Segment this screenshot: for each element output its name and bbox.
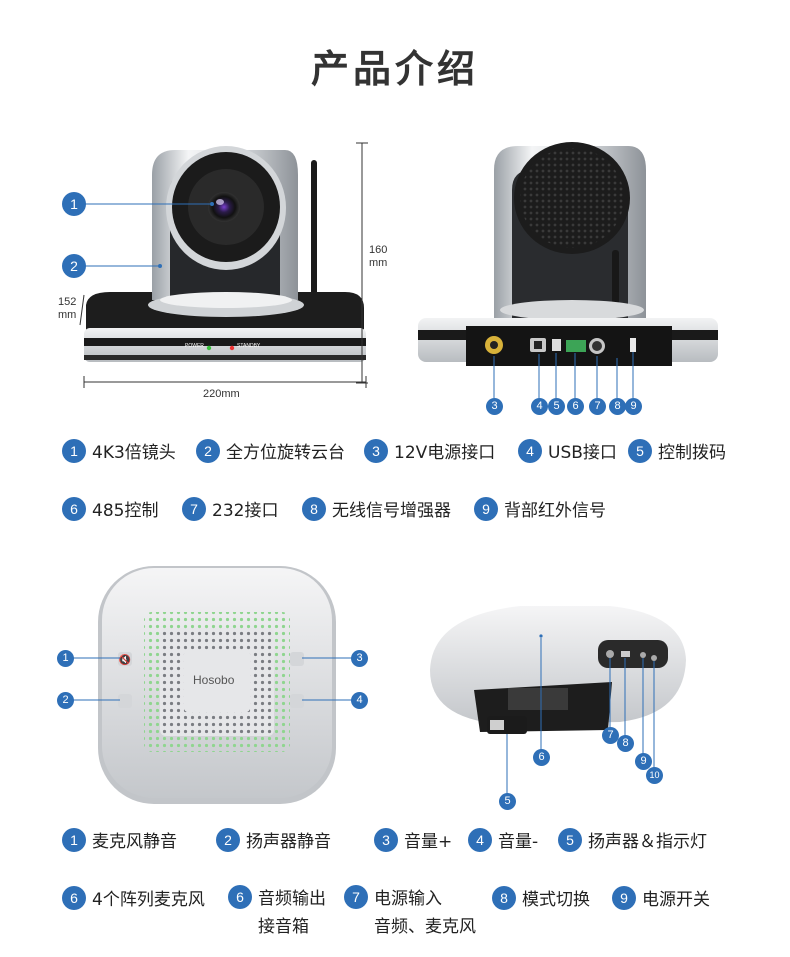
speaker-legend-item: 8 模式切换 bbox=[492, 885, 590, 910]
camera-legend-item: 8 无线信号增强器 bbox=[302, 496, 451, 521]
callout-badge-3: 3 bbox=[351, 650, 368, 667]
legend-label: 485控制 bbox=[92, 501, 159, 521]
legend-number-badge: 9 bbox=[474, 496, 498, 521]
legend-number-badge: 3 bbox=[374, 827, 398, 852]
legend-number-badge: 9 bbox=[612, 885, 636, 910]
callout-badge-7: 7 bbox=[589, 398, 606, 415]
callout-badge-2: 2 bbox=[57, 692, 74, 709]
callout-badge-8: 8 bbox=[617, 735, 634, 752]
legend-number-badge: 1 bbox=[62, 438, 86, 463]
camera-legend-item: 6 485控制 bbox=[62, 496, 158, 521]
power-text: POWER bbox=[185, 343, 204, 349]
speaker-legend-item: 6 音频输出 接音箱 bbox=[228, 885, 326, 941]
callout-badge-6: 6 bbox=[567, 398, 584, 415]
legend-label: 扬声器＆指示灯 bbox=[588, 832, 707, 852]
height-dimension: 160 mm bbox=[369, 244, 388, 269]
speaker-legend-item: 6 4个阵列麦克风 bbox=[62, 885, 205, 910]
speaker-legend-item: 5 扬声器＆指示灯 bbox=[558, 827, 707, 852]
svg-text:🔇: 🔇 bbox=[119, 653, 131, 666]
brand-logo: Hosobo bbox=[193, 673, 235, 687]
camera-legend-item: 2 全方位旋转云台 bbox=[196, 438, 345, 463]
callout-badge-4: 4 bbox=[351, 692, 368, 709]
page-title: 产品介绍 bbox=[310, 47, 479, 91]
camera-legend-item: 7 232接口 bbox=[182, 496, 278, 521]
legend-label-group: 电源输入 音频、麦克风 bbox=[374, 885, 476, 941]
callout-badge-1: 1 bbox=[62, 192, 86, 216]
depth-dimension: 152 mm bbox=[58, 296, 77, 321]
legend-label: 麦克风静音 bbox=[92, 832, 177, 852]
legend-label: 音量+ bbox=[404, 832, 453, 852]
legend-number-badge: 2 bbox=[196, 438, 220, 463]
legend-number-badge: 4 bbox=[468, 827, 492, 852]
legend-label: 背部红外信号 bbox=[504, 501, 606, 521]
legend-label: 模式切换 bbox=[522, 890, 590, 910]
legend-label: 扬声器静音 bbox=[246, 832, 331, 852]
legend-label-line2: 音频、麦克风 bbox=[374, 917, 476, 937]
legend-label: 音量- bbox=[498, 832, 539, 852]
legend-number-badge: 8 bbox=[492, 885, 516, 910]
camera-legend-item: 4 USB接口 bbox=[518, 438, 617, 463]
speaker-legend-item: 9 电源开关 bbox=[612, 885, 710, 910]
standby-text: STANDBY bbox=[237, 343, 261, 349]
legend-label: 4个阵列麦克风 bbox=[92, 890, 205, 910]
legend-label: 12V电源接口 bbox=[394, 443, 496, 463]
legend-label: 全方位旋转云台 bbox=[226, 443, 345, 463]
legend-label: 电源开关 bbox=[642, 890, 710, 910]
legend-label: 无线信号增强器 bbox=[332, 501, 451, 521]
callout-badge-4: 4 bbox=[531, 398, 548, 415]
legend-label: USB接口 bbox=[548, 443, 617, 463]
callout-badge-3: 3 bbox=[486, 398, 503, 415]
callout-badge-6: 6 bbox=[533, 749, 550, 766]
speaker-legend-item: 1 麦克风静音 bbox=[62, 827, 177, 852]
legend-label: 音频输出 bbox=[258, 889, 326, 909]
legend-number-badge: 7 bbox=[344, 885, 368, 909]
legend-label-group: 音频输出 接音箱 bbox=[258, 885, 326, 941]
legend-number-badge: 6 bbox=[62, 885, 86, 910]
callout-badge-9: 9 bbox=[635, 753, 652, 770]
legend-number-badge: 8 bbox=[302, 496, 326, 521]
camera-legend-item: 9 背部红外信号 bbox=[474, 496, 606, 521]
legend-number-badge: 4 bbox=[518, 438, 542, 463]
callout-badge-9: 9 bbox=[625, 398, 642, 415]
width-dimension: 220mm bbox=[203, 388, 240, 400]
legend-number-badge: 5 bbox=[558, 827, 582, 852]
legend-number-badge: 7 bbox=[182, 496, 206, 521]
legend-number-badge: 1 bbox=[62, 827, 86, 852]
legend-label: 电源输入 bbox=[374, 889, 442, 909]
legend-number-badge: 2 bbox=[216, 827, 240, 852]
callout-badge-5: 5 bbox=[548, 398, 565, 415]
callout-badge-7: 7 bbox=[602, 727, 619, 744]
camera-legend-item: 1 4K3倍镜头 bbox=[62, 438, 176, 463]
antenna bbox=[311, 160, 317, 300]
speaker-legend-item: 7 电源输入 音频、麦克风 bbox=[344, 885, 476, 941]
callout-badge-8: 8 bbox=[609, 398, 626, 415]
camera-lens bbox=[208, 192, 240, 222]
camera-legend-item: 3 12V电源接口 bbox=[364, 438, 495, 463]
callout-badge-5: 5 bbox=[499, 793, 516, 810]
legend-label-line2: 接音箱 bbox=[258, 917, 309, 937]
legend-label: 232接口 bbox=[212, 501, 279, 521]
legend-label: 4K3倍镜头 bbox=[92, 443, 176, 463]
legend-number-badge: 6 bbox=[228, 885, 252, 909]
callout-badge-10: 10 bbox=[646, 767, 663, 784]
speaker-legend-item: 2 扬声器静音 bbox=[216, 827, 331, 852]
camera-legend-item: 5 控制拨码 bbox=[628, 438, 726, 463]
rear-speaker-grill bbox=[520, 148, 624, 248]
speaker-legend-item: 3 音量+ bbox=[374, 827, 452, 852]
callout-badge-1: 1 bbox=[57, 650, 74, 667]
legend-number-badge: 5 bbox=[628, 438, 652, 463]
legend-number-badge: 3 bbox=[364, 438, 388, 463]
callout-badge-2: 2 bbox=[62, 254, 86, 278]
legend-label: 控制拨码 bbox=[658, 443, 726, 463]
speaker-legend-item: 4 音量- bbox=[468, 827, 538, 852]
legend-number-badge: 6 bbox=[62, 496, 86, 521]
